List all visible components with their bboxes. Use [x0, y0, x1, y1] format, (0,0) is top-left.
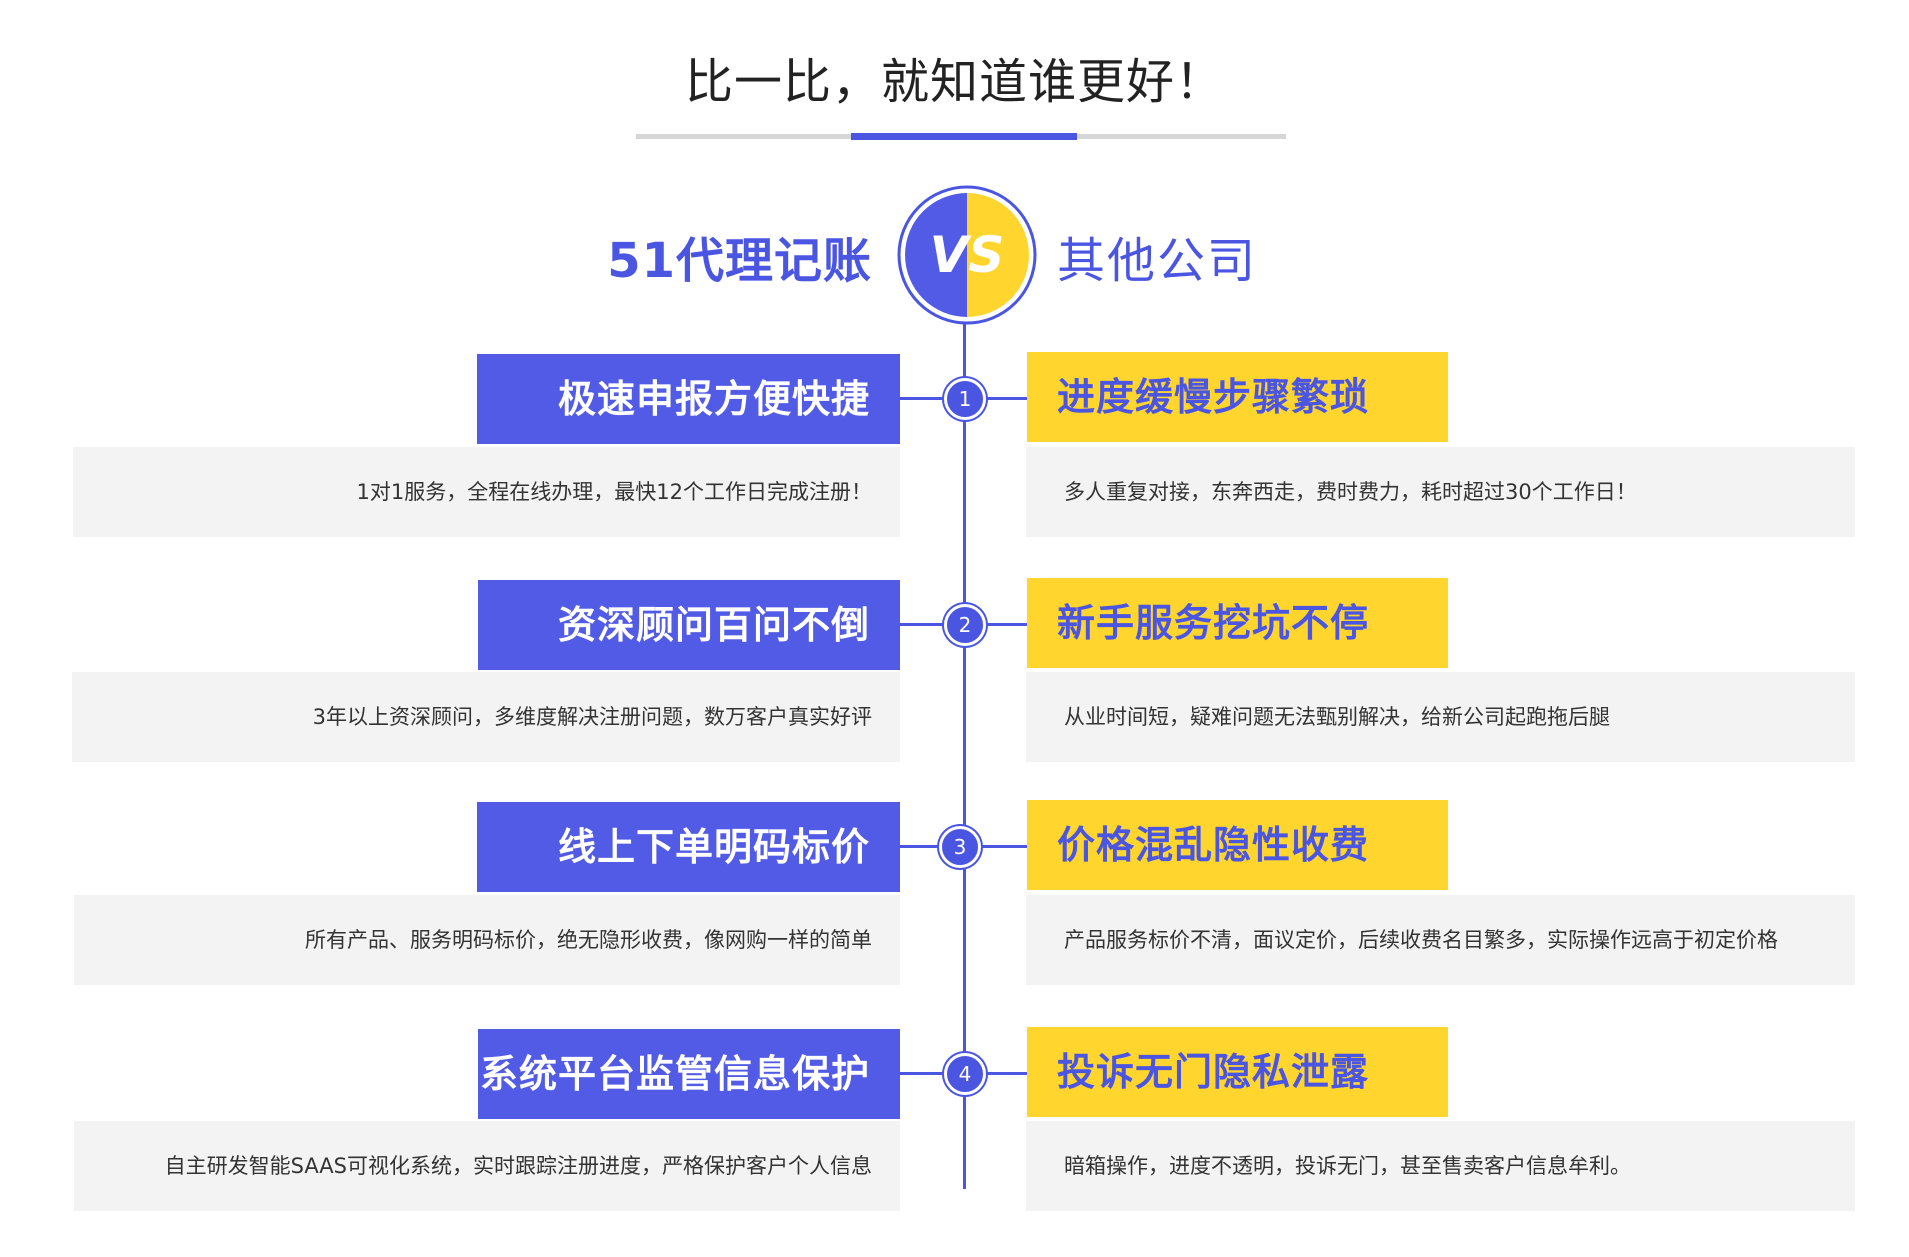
connector-left: [900, 397, 944, 400]
right-feature-desc: 从业时间短，疑难问题无法甄别解决，给新公司起跑拖后腿: [1026, 672, 1855, 762]
vs-badge: VS: [896, 184, 1038, 326]
step-number-node: 4: [944, 1053, 986, 1095]
right-feature-title: 新手服务挖坑不停: [1027, 578, 1448, 668]
left-feature-desc: 所有产品、服务明码标价，绝无隐形收费，像网购一样的简单: [74, 895, 900, 985]
step-number-node: 3: [939, 826, 981, 868]
left-feature-title: 资深顾问百问不倒: [478, 580, 900, 670]
step-number-node: 1: [944, 378, 986, 420]
right-feature-desc: 多人重复对接，东奔西走，费时费力，耗时超过30个工作日！: [1026, 447, 1855, 537]
left-company-label: 51代理记账: [607, 233, 872, 289]
right-feature-desc: 暗箱操作，进度不透明，投诉无门，甚至售卖客户信息牟利。: [1026, 1121, 1855, 1211]
connector-left: [900, 845, 939, 848]
left-feature-title: 线上下单明码标价: [477, 802, 900, 892]
right-feature-title: 进度缓慢步骤繁琐: [1027, 352, 1448, 442]
left-feature-desc: 3年以上资深顾问，多维度解决注册问题，数万客户真实好评: [72, 672, 900, 762]
right-feature-title: 投诉无门隐私泄露: [1027, 1027, 1448, 1117]
vs-icon: VS: [897, 185, 1037, 325]
right-feature-desc: 产品服务标价不清，面议定价，后续收费名目繁多，实际操作远高于初定价格: [1026, 895, 1855, 985]
left-feature-title: 极速申报方便快捷: [477, 354, 900, 444]
left-feature-title: 系统平台监管信息保护: [478, 1029, 900, 1119]
page-title: 比一比，就知道谁更好！: [684, 54, 1224, 110]
vs-text: VS: [930, 226, 1005, 284]
right-company-label: 其他公司: [1057, 233, 1258, 289]
connector-right: [984, 1072, 1027, 1075]
step-number-node: 2: [944, 604, 986, 646]
title-underline-accent: [851, 133, 1077, 140]
left-feature-desc: 自主研发智能SAAS可视化系统，实时跟踪注册进度，严格保护客户个人信息: [74, 1121, 900, 1211]
right-feature-title: 价格混乱隐性收费: [1027, 800, 1448, 890]
connector-right: [984, 623, 1027, 626]
connector-left: [900, 623, 944, 626]
timeline-line: [963, 316, 966, 1189]
connector-right: [979, 845, 1027, 848]
connector-left: [900, 1072, 944, 1075]
left-feature-desc: 1对1服务，全程在线办理，最快12个工作日完成注册！: [73, 447, 900, 537]
connector-right: [984, 397, 1027, 400]
